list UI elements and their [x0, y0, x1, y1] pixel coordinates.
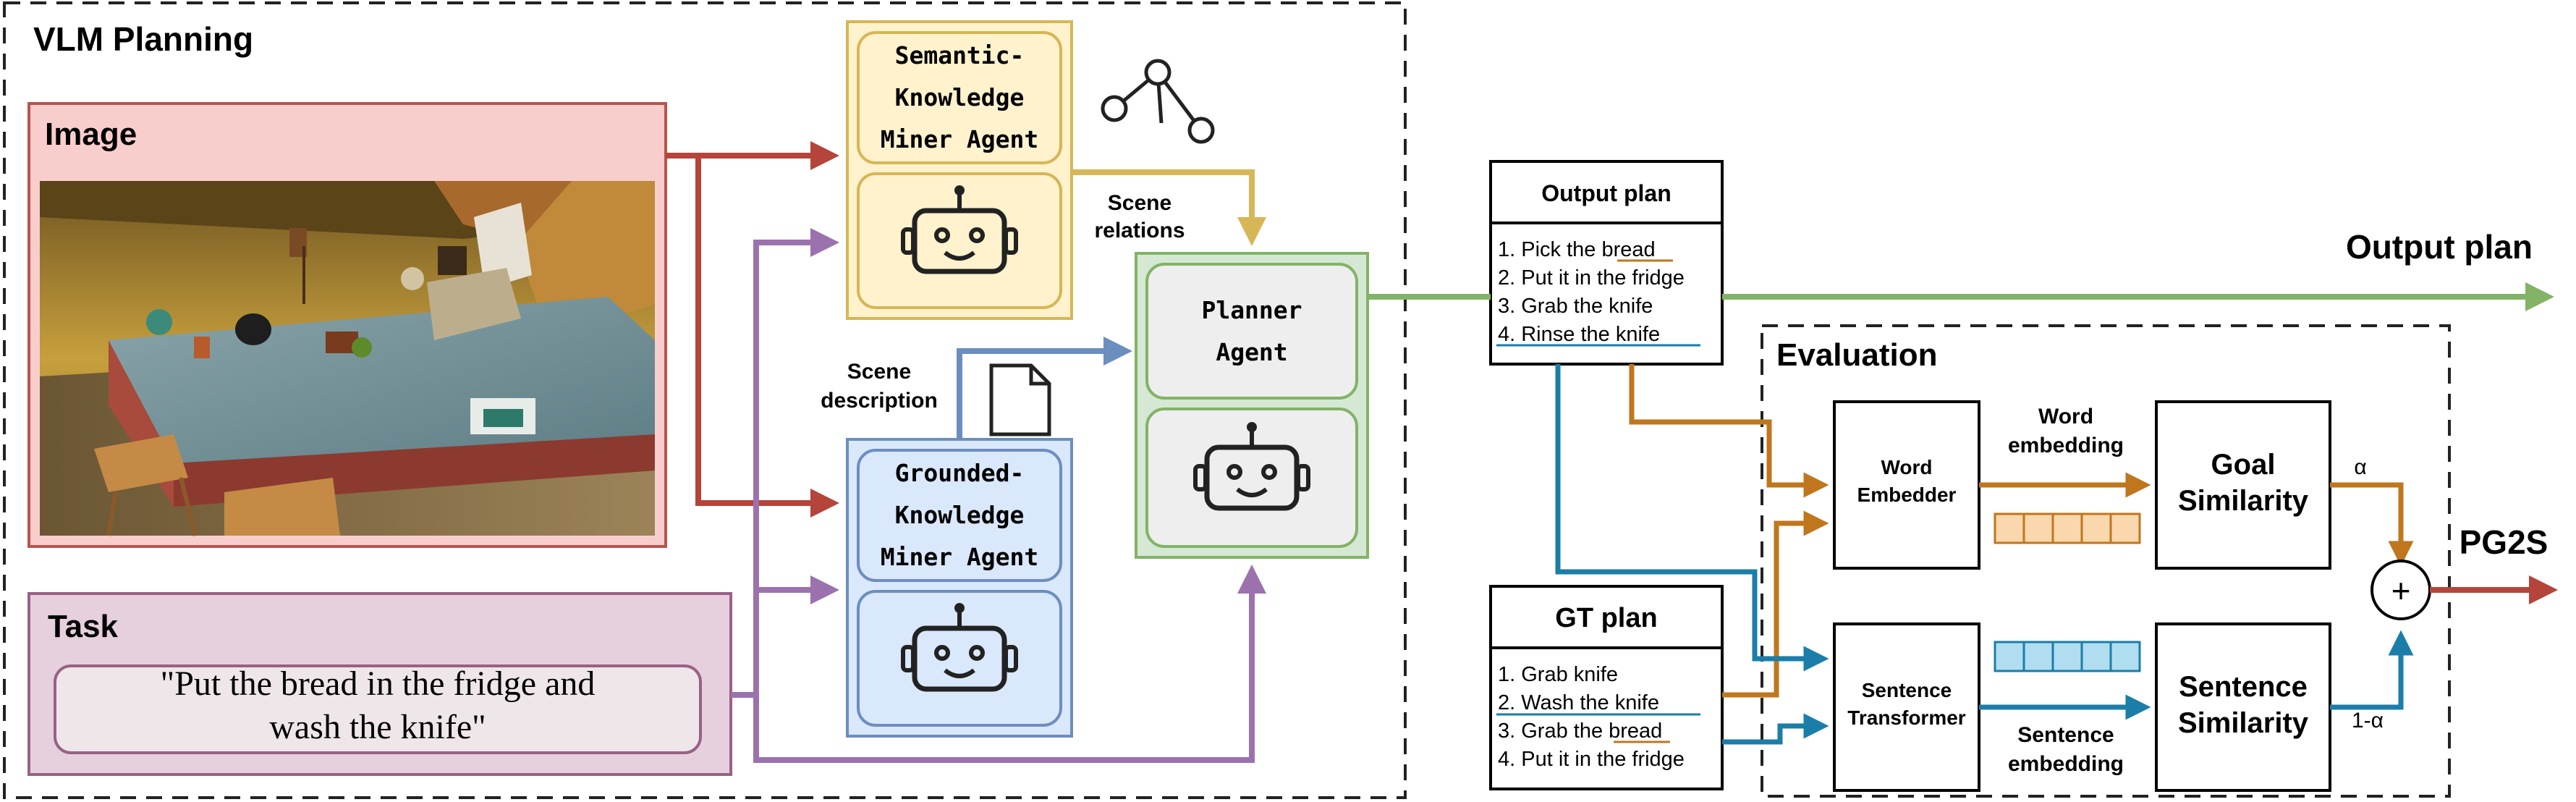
- scene-relations-line-2: relations: [1094, 219, 1185, 242]
- grounded-agent-header: [857, 449, 1062, 582]
- evaluation-title: Evaluation: [1776, 337, 1938, 373]
- task-quote-box: [54, 664, 702, 754]
- output-plan-box: [1489, 160, 1724, 366]
- document-icon: [989, 363, 1051, 436]
- semantic-agent-line-3: Miner Agent: [881, 125, 1039, 153]
- sentence-embedding-line-1: Sentence: [2017, 723, 2114, 747]
- arrow-output-to-sentence-transformer: [1555, 364, 1829, 672]
- one-minus-alpha-label: 1-α: [2352, 709, 2384, 733]
- robot-icon: [901, 603, 1018, 692]
- planner-agent-line-2: Agent: [1216, 338, 1287, 366]
- scene-relations-line-1: Scene: [1108, 191, 1172, 215]
- robot-icon: [1193, 422, 1310, 511]
- vlm-planning-frame: [3, 1, 1407, 799]
- alpha-label: α: [2354, 455, 2366, 479]
- arrow-task-to-planner: [753, 565, 1266, 763]
- sentence-similarity-line-2: Similarity: [2178, 707, 2309, 739]
- word-embedding-line-1: Word: [2038, 405, 2093, 429]
- gt-plan-title: GT plan: [1555, 603, 1657, 633]
- arrow-image-to-grounded: [695, 156, 839, 518]
- arrow-gt-to-sentence-transformer: [1722, 713, 1829, 745]
- sentence-similarity-box: [2155, 622, 2331, 792]
- goal-similarity-line-1: Goal: [2211, 449, 2276, 481]
- graph-icon: [1101, 59, 1215, 144]
- gt-plan-item-2: 2. Wash the knife: [1498, 691, 1659, 714]
- plus-symbol: +: [2391, 572, 2411, 609]
- arrow-semantic-to-planner: [1072, 169, 1266, 246]
- vlm-planning-title: VLM Planning: [33, 20, 253, 58]
- semantic-agent-line-1: Semantic-: [895, 41, 1025, 69]
- grounded-agent-line-3: Miner Agent: [881, 543, 1039, 571]
- word-embedding-line-2: embedding: [2008, 434, 2124, 457]
- arrow-output-to-word-embedder: [1629, 364, 1829, 498]
- sentence-embedding-line-2: embedding: [2008, 752, 2124, 776]
- pg2s-label: PG2S: [2460, 523, 2549, 561]
- output-plan-item-3: 3. Grab the knife: [1498, 295, 1653, 318]
- scene-description-line-1: Scene: [847, 360, 911, 384]
- sentence-transformer-box: [1833, 622, 1980, 792]
- output-plan-item-4: 4. Rinse the knife: [1498, 323, 1660, 346]
- sentence-similarity-line-1: Sentence: [2179, 671, 2308, 703]
- arrow-gt-to-word-embedder: [1722, 510, 1829, 698]
- goal-similarity-line-2: Similarity: [2178, 485, 2309, 517]
- task-panel-title: Task: [48, 609, 119, 644]
- gt-plan-item-4: 4. Put it in the fridge: [1498, 748, 1685, 771]
- output-plan-item-1: 1. Pick the bread: [1498, 238, 1656, 261]
- semantic-agent-line-2: Knowledge: [895, 83, 1025, 111]
- planner-agent-line-1: Planner: [1201, 296, 1302, 324]
- task-quote-line-1: "Put the bread in the fridge and: [161, 664, 596, 703]
- semantic-agent-header: [857, 31, 1062, 164]
- arrow-grounded-to-planner: [957, 337, 1132, 439]
- grounded-agent-line-1: Grounded-: [895, 459, 1025, 487]
- output-plan-item-2: 2. Put it in the fridge: [1498, 266, 1685, 290]
- sentence-transformer-line-2: Transformer: [1847, 706, 1965, 729]
- semantic-agent-robot-card: [857, 172, 1062, 309]
- image-panel-title: Image: [45, 117, 137, 152]
- planner-agent-robot-card: [1145, 408, 1358, 548]
- robot-icon: [901, 185, 1018, 274]
- output-plan-title: Output plan: [1541, 180, 1672, 206]
- gt-plan-box: [1489, 585, 1724, 790]
- grounded-agent-line-2: Knowledge: [895, 501, 1025, 529]
- sentence-transformer-line-1: Sentence: [1862, 679, 1952, 701]
- word-embedder-line-1: Word: [1881, 456, 1932, 478]
- gt-plan-item-1: 1. Grab knife: [1498, 663, 1618, 686]
- grounded-agent-robot-card: [857, 590, 1062, 727]
- task-quote-line-2: wash the knife": [269, 708, 486, 746]
- sentence-embedding-vector: [1994, 641, 2141, 672]
- scene-description-line-2: description: [821, 389, 938, 413]
- evaluation-frame: [1761, 324, 2451, 798]
- word-embedding-vector: [1994, 512, 2141, 544]
- word-embedder-line-2: Embedder: [1857, 484, 1957, 506]
- goal-similarity-box: [2155, 400, 2331, 570]
- planner-agent-header: [1145, 263, 1358, 400]
- output-plan-label: Output plan: [2346, 228, 2533, 266]
- arrow-goal-to-sum: [2330, 482, 2414, 567]
- arrow-task-to-semantic: [731, 228, 839, 698]
- gt-plan-item-3: 3. Grab the bread: [1498, 719, 1662, 743]
- kitchen-scene-image: [40, 181, 655, 536]
- arrow-similarity-to-sum: [2330, 630, 2414, 710]
